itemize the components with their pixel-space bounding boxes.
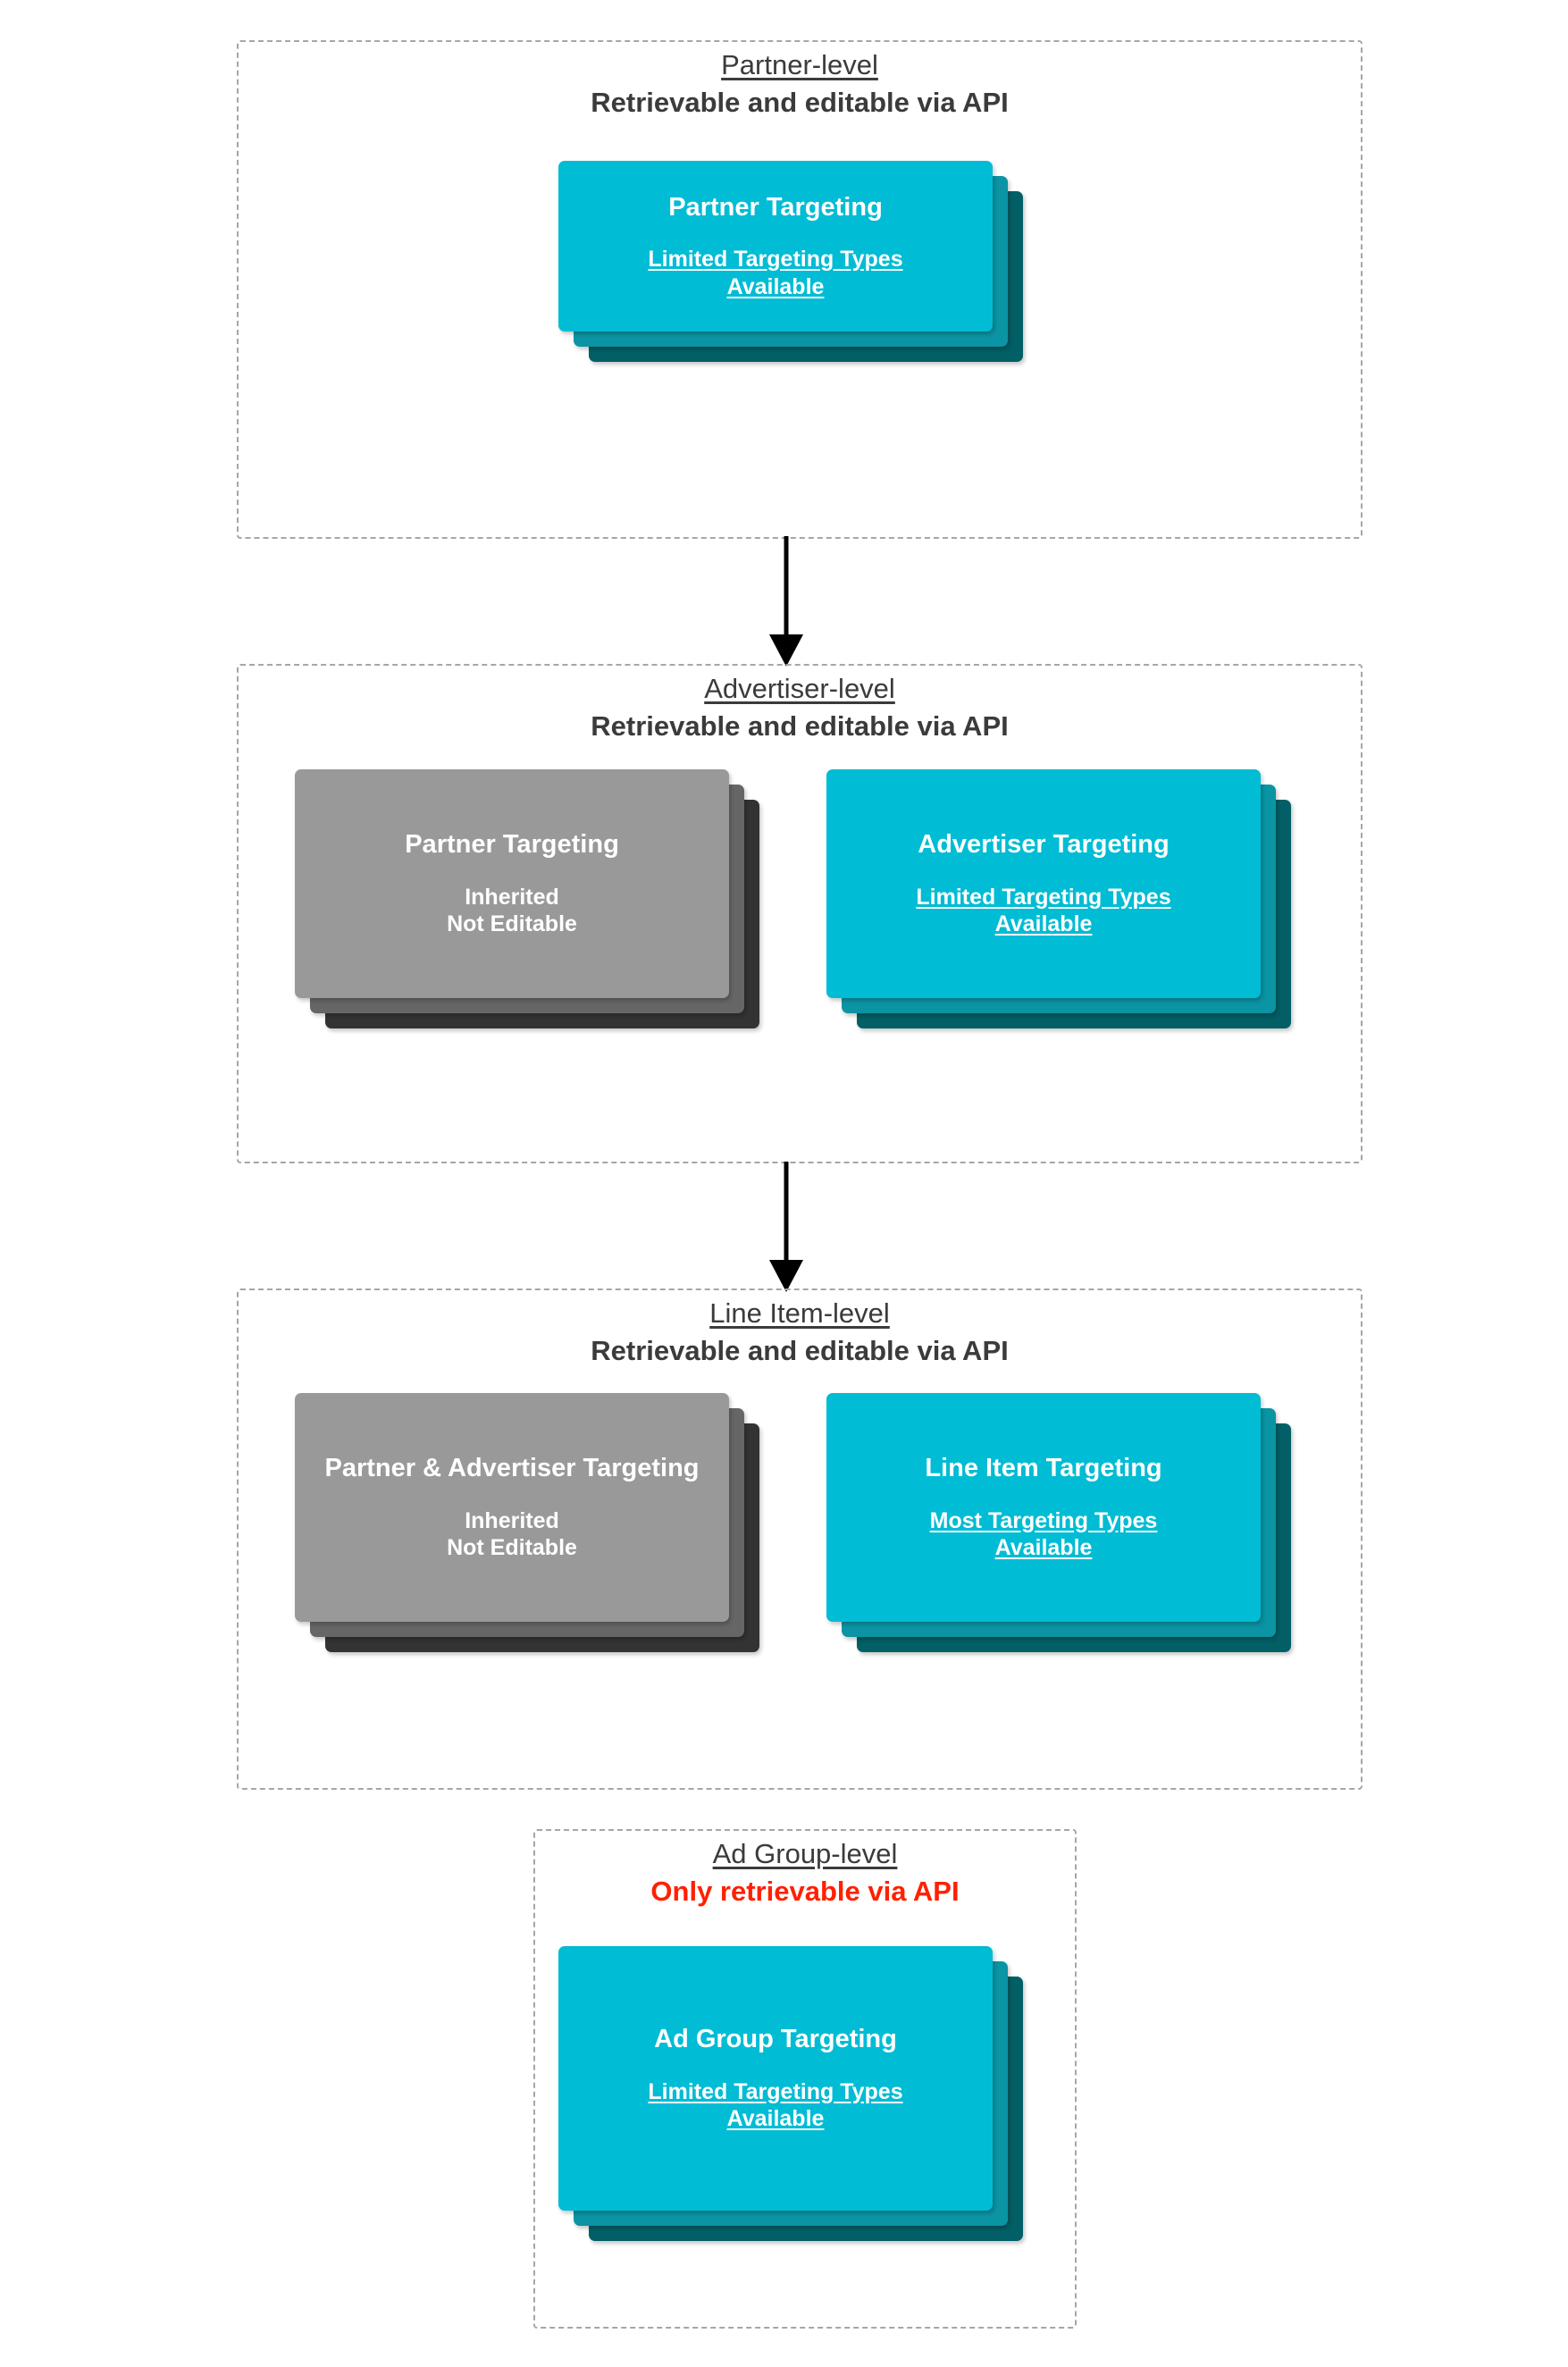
card-note-line-2: Available [726,2106,825,2132]
card-note-line-1: Most Targeting Types [929,1507,1158,1533]
level-subtitle-partner: Retrievable and editable via API [591,86,1009,118]
card-note-line-1: Inherited [465,1507,559,1533]
level-title-advertiser: Advertiser-level [704,673,895,704]
card-stack-line-item-inherited[interactable]: Partner & Advertiser Targeting Inherited… [295,1393,759,1652]
card-layer-front: Advertiser Targeting Limited Targeting T… [826,769,1261,998]
card-title: Partner Targeting [668,192,883,222]
card-face-partner-targeting: Partner Targeting Limited Targeting Type… [558,161,993,332]
level-heading-ad-group: Ad Group-level Only retrievable via API [533,1838,1077,1908]
level-subtitle-line-item: Retrievable and editable via API [591,1334,1009,1366]
card-layer-front: Ad Group Targeting Limited Targeting Typ… [558,1946,993,2211]
card-stack-partner-targeting[interactable]: Partner Targeting Limited Targeting Type… [558,161,1023,362]
level-box-partner [237,40,1363,539]
card-note-line-1: Limited Targeting Types [916,884,1171,910]
connector-partner-to-advertiser [769,536,803,667]
card-title: Advertiser Targeting [918,830,1170,860]
level-title-ad-group: Ad Group-level [712,1838,898,1869]
card-layer-front: Partner Targeting Inherited Not Editable [295,769,729,998]
card-note-line-1: Limited Targeting Types [648,2078,903,2104]
card-title: Partner Targeting [405,830,619,860]
card-note: Inherited Not Editable [447,884,577,938]
level-box-ad-group [533,1829,1077,2329]
card-stack-line-item-targeting[interactable]: Line Item Targeting Most Targeting Types… [826,1393,1291,1652]
card-note-line-2: Available [994,1535,1093,1561]
card-face-ad-group-targeting: Ad Group Targeting Limited Targeting Typ… [558,1946,993,2211]
card-title: Line Item Targeting [925,1454,1162,1483]
card-note-line-2: Not Editable [447,911,577,937]
card-note-line-1: Inherited [465,884,559,910]
card-layer-front: Line Item Targeting Most Targeting Types… [826,1393,1261,1622]
card-stack-ad-group-targeting[interactable]: Ad Group Targeting Limited Targeting Typ… [558,1946,1023,2241]
card-title: Ad Group Targeting [654,2025,897,2054]
card-note: Limited Targeting Types Available [648,246,902,300]
level-title-line-item: Line Item-level [709,1297,890,1329]
level-heading-partner: Partner-level Retrievable and editable v… [237,49,1363,119]
card-title: Partner & Advertiser Targeting [324,1454,700,1483]
card-note: Limited Targeting Types Available [916,884,1170,938]
card-note: Inherited Not Editable [447,1507,577,1562]
card-note-line-1: Limited Targeting Types [648,247,903,273]
level-title-partner: Partner-level [721,49,878,80]
card-face-inherited-partner-targeting: Partner Targeting Inherited Not Editable [295,769,729,998]
level-box-line-item [237,1288,1363,1790]
card-face-advertiser-targeting: Advertiser Targeting Limited Targeting T… [826,769,1261,998]
card-layer-front: Partner Targeting Limited Targeting Type… [558,161,993,332]
level-heading-advertiser: Advertiser-level Retrievable and editabl… [237,673,1363,743]
level-subtitle-advertiser: Retrievable and editable via API [591,709,1009,742]
card-layer-front: Partner & Advertiser Targeting Inherited… [295,1393,729,1622]
card-note-line-2: Not Editable [447,1535,577,1561]
card-face-line-item-targeting: Line Item Targeting Most Targeting Types… [826,1393,1261,1622]
level-box-advertiser [237,664,1363,1163]
card-stack-advertiser-inherited-partner[interactable]: Partner Targeting Inherited Not Editable [295,769,759,1028]
level-subtitle-ad-group: Only retrievable via API [650,1875,960,1907]
card-face-inherited-partner-advertiser-targeting: Partner & Advertiser Targeting Inherited… [295,1393,729,1622]
card-note: Most Targeting Types Available [930,1507,1158,1562]
card-stack-advertiser-targeting[interactable]: Advertiser Targeting Limited Targeting T… [826,769,1291,1028]
card-note-line-2: Available [726,273,825,299]
card-note-line-2: Available [994,911,1093,937]
level-heading-line-item: Line Item-level Retrievable and editable… [237,1297,1363,1367]
connector-advertiser-to-line-item [769,1162,803,1292]
card-note: Limited Targeting Types Available [648,2078,902,2133]
